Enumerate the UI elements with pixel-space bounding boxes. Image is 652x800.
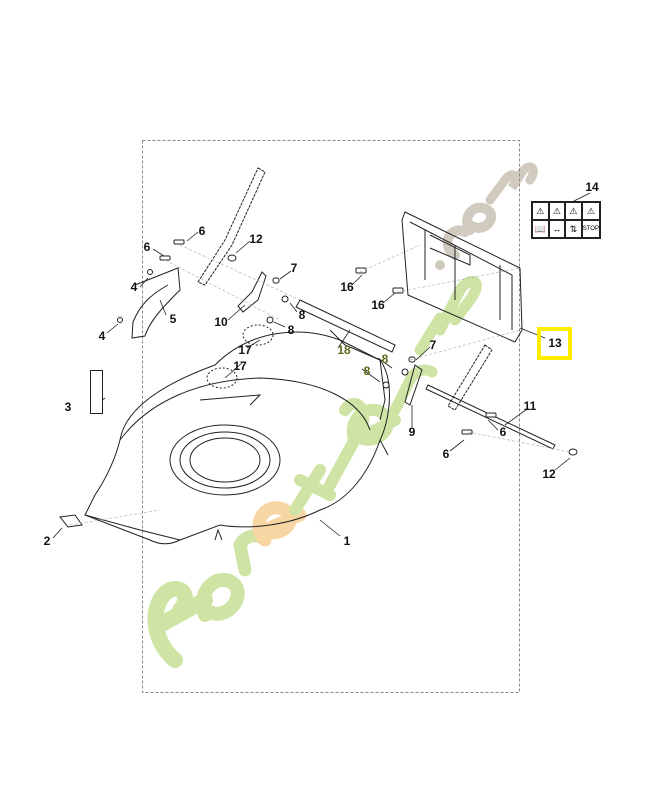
- part-callout-16[interactable]: 16: [371, 298, 385, 312]
- part-callout-4[interactable]: 4: [98, 329, 106, 343]
- assembly-lines: [69, 244, 571, 526]
- part-callout-4[interactable]: 4: [130, 280, 138, 294]
- part-callout-12[interactable]: 12: [249, 232, 263, 246]
- warning-triangle-icon: ⚠: [532, 202, 549, 220]
- part-callout-16[interactable]: 16: [340, 280, 354, 294]
- rear-flap: [401, 211, 523, 343]
- part-callout-6[interactable]: 6: [143, 240, 151, 254]
- highlight-part-13[interactable]: [537, 327, 572, 360]
- part-callout-2[interactable]: 2: [43, 534, 51, 548]
- part-callout-8[interactable]: 8: [363, 364, 371, 378]
- manual-book-icon: 📖: [532, 220, 549, 238]
- part-callout-17[interactable]: 17: [233, 359, 247, 373]
- part-callout-8[interactable]: 8: [381, 352, 389, 366]
- part-callout-18[interactable]: 18: [337, 343, 351, 357]
- deck-housing: [84, 324, 390, 545]
- part-callout-6[interactable]: 6: [442, 447, 450, 461]
- part-callout-13[interactable]: 13: [548, 336, 562, 350]
- warning-triangle-icon: ⚠: [565, 202, 582, 220]
- part-callout-1[interactable]: 1: [343, 534, 351, 548]
- part-callout-17[interactable]: 17: [238, 343, 252, 357]
- watermark: [147, 162, 538, 668]
- warning-triangle-icon: ⚠: [548, 202, 566, 220]
- info-label-part-3: [90, 370, 103, 414]
- part-callout-14[interactable]: 14: [585, 180, 599, 194]
- part-callout-9[interactable]: 9: [408, 425, 416, 439]
- warning-triangle-icon: ⚠: [581, 202, 600, 220]
- part-callout-6[interactable]: 6: [198, 224, 206, 238]
- slope-icon: ⇅: [565, 220, 582, 238]
- part-callout-12[interactable]: 12: [542, 467, 556, 481]
- fasteners: [59, 239, 578, 528]
- part-callout-11[interactable]: 11: [523, 399, 537, 413]
- part-callout-8[interactable]: 8: [298, 308, 306, 322]
- part-callout-5[interactable]: 5: [169, 312, 177, 326]
- warning-decal: ⚠ ⚠ ⚠ ⚠ 📖 ↔ ⇅ STOP: [531, 201, 601, 239]
- part-callout-3[interactable]: 3: [64, 400, 72, 414]
- stop-icon: STOP: [581, 220, 600, 238]
- part-callout-7[interactable]: 7: [290, 261, 298, 275]
- part-callout-7[interactable]: 7: [429, 338, 437, 352]
- part-callout-6[interactable]: 6: [499, 425, 507, 439]
- part-callout-8[interactable]: 8: [287, 323, 295, 337]
- part-callout-10[interactable]: 10: [214, 315, 228, 329]
- handle-brackets: [131, 167, 556, 450]
- keep-distance-icon: ↔: [548, 220, 566, 238]
